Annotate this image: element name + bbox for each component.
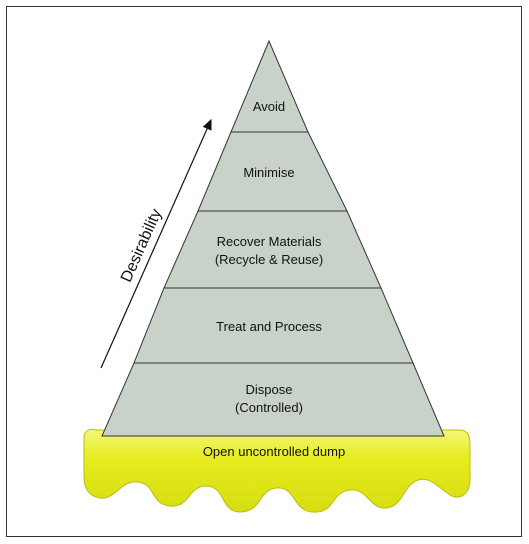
level-label-dispose: Dispose (Controlled) bbox=[194, 381, 344, 417]
level-recover-line1: Recover Materials bbox=[216, 234, 322, 249]
pyramid-level-avoid bbox=[230, 39, 309, 133]
dump-blob bbox=[83, 428, 471, 513]
pyramid-level-dispose bbox=[101, 362, 445, 437]
level-avoid-line1: Avoid bbox=[252, 99, 286, 114]
level-label-recover: Recover Materials (Recycle & Reuse) bbox=[194, 233, 344, 269]
desirability-arrow bbox=[100, 118, 212, 369]
level-minimise-line1: Minimise bbox=[243, 165, 295, 180]
level-treat-line1: Treat and Process bbox=[216, 319, 322, 334]
level-label-avoid: Avoid bbox=[219, 98, 319, 116]
base-label: Open uncontrolled dump bbox=[164, 443, 384, 461]
level-dispose-line1: Dispose bbox=[245, 382, 293, 397]
level-recover-line2: (Recycle & Reuse) bbox=[214, 252, 324, 267]
level-dispose-line2: (Controlled) bbox=[235, 400, 303, 415]
level-label-treat: Treat and Process bbox=[194, 318, 344, 336]
base-label-text: Open uncontrolled dump bbox=[202, 444, 346, 459]
level-label-minimise: Minimise bbox=[219, 164, 319, 182]
pyramid bbox=[101, 39, 445, 437]
